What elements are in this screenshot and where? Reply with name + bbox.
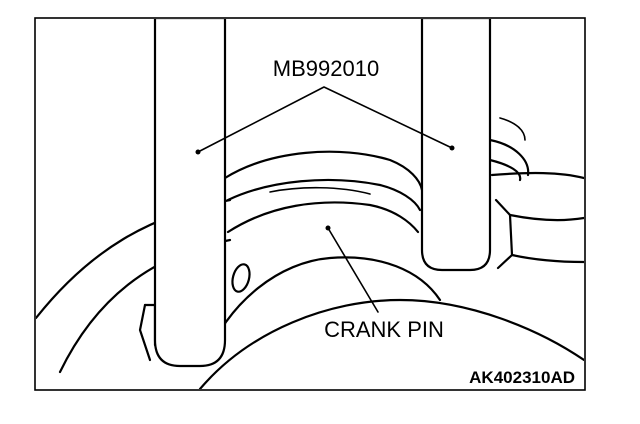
tool-leg-right bbox=[420, 19, 492, 272]
leader-lines bbox=[195, 86, 455, 313]
tool-leader bbox=[197, 86, 453, 153]
part-label: CRANK PIN bbox=[324, 317, 444, 342]
tool-leg-left bbox=[153, 19, 227, 368]
tool-leader-dot-left bbox=[195, 149, 201, 155]
pin-leader-dot bbox=[325, 225, 331, 231]
tool-leader-dot-right bbox=[449, 145, 455, 151]
pin-leader bbox=[327, 227, 379, 313]
oil-hole bbox=[231, 263, 251, 293]
figure-id: AK402310AD bbox=[469, 368, 575, 387]
tool-label: MB992010 bbox=[273, 56, 379, 81]
special-tool-legs bbox=[153, 19, 492, 368]
